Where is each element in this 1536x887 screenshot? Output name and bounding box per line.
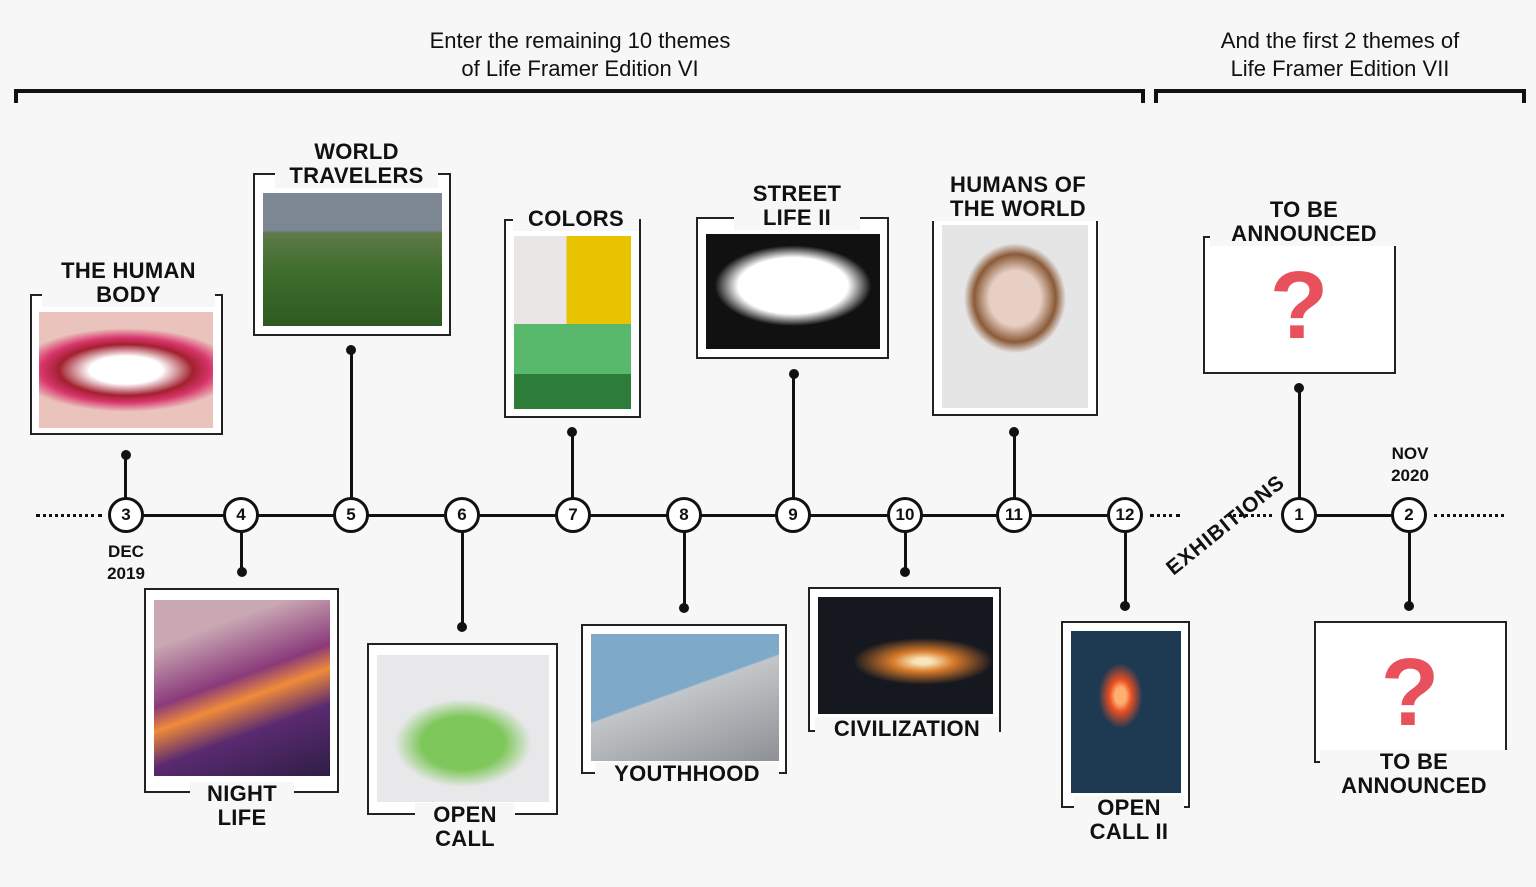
photo-light-beam [818,597,993,714]
bracket-edition-vii [1154,89,1526,103]
timeline-node-12: 12 [1107,497,1143,533]
bracket-edition-vi [14,89,1145,103]
theme-label-colors: COLORS [513,207,639,231]
question-mark-icon: ? [1269,252,1329,359]
theme-card-colors[interactable] [504,219,641,418]
stem-dot-vii-2 [1404,601,1414,611]
stem-4 [240,532,243,572]
photo-boy-wall [591,634,779,761]
photo-street-silhouette [706,234,880,349]
stem-vii-1 [1298,388,1301,500]
stem-12 [1124,532,1127,606]
timeline-node-5: 5 [333,497,369,533]
timeline-node-3: 3 [108,497,144,533]
theme-label-open-call: OPEN CALL [415,803,515,851]
timeline-dots-middle-a [1150,514,1180,517]
stem-dot-4 [237,567,247,577]
theme-card-human-body[interactable] [30,294,223,435]
theme-card-street-life[interactable] [696,217,889,359]
theme-label-civilization: CIVILIZATION [815,717,999,741]
timeline-edition-vii [1300,514,1410,517]
theme-label-world-travelers: WORLD TRAVELERS [275,140,438,188]
stem-5 [350,350,353,500]
photo-flare [1071,631,1181,793]
stem-10 [904,532,907,572]
timeline-node-11: 11 [996,497,1032,533]
stem-6 [461,532,464,627]
stem-7 [571,432,574,500]
stem-dot-5 [346,345,356,355]
photo-reflection [154,600,330,776]
photo-frog [377,655,549,802]
stem-dot-6 [457,622,467,632]
stem-dot-8 [679,603,689,613]
timeline-dots-right [1434,514,1504,517]
timeline-node-10: 10 [887,497,923,533]
date-start: DEC 2019 [107,542,145,583]
header-edition-vi: Enter the remaining 10 themes of Life Fr… [429,28,731,81]
timeline-node-4: 4 [223,497,259,533]
theme-label-human-body: THE HUMAN BODY [42,259,215,307]
timeline-node-8: 8 [666,497,702,533]
timeline-main [126,514,1126,517]
timeline-node-vii-1: 1 [1281,497,1317,533]
stem-3 [124,455,127,500]
theme-label-tba-1: TO BE ANNOUNCED [1210,198,1398,246]
stem-dot-3 [121,450,131,460]
header-edition-vii: And the first 2 themes of Life Framer Ed… [1220,28,1460,81]
theme-card-night-life[interactable] [144,588,339,793]
theme-card-humans-world[interactable] [932,207,1098,416]
timeline-node-7: 7 [555,497,591,533]
photo-girl-portrait [942,225,1088,408]
stem-vii-2 [1408,532,1411,606]
theme-card-civilization[interactable] [808,587,1001,732]
timeline-node-9: 9 [775,497,811,533]
theme-card-open-call-2[interactable] [1061,621,1190,808]
exhibitions-label: EXHIBITIONS [1162,470,1290,580]
theme-card-world-travelers[interactable] [253,173,451,336]
theme-label-tba-2: TO BE ANNOUNCED [1320,750,1508,798]
stem-dot-10 [900,567,910,577]
photo-lips [39,312,213,428]
stem-dot-12 [1120,601,1130,611]
stem-8 [683,532,686,608]
timeline-dots-middle-b [1228,514,1272,517]
theme-label-open-call-2: OPEN CALL II [1074,796,1184,844]
timeline-dots-left [36,514,102,517]
theme-card-tba-2[interactable]: ? [1314,621,1507,763]
stem-dot-11 [1009,427,1019,437]
date-end: NOV 2020 [1391,444,1429,485]
theme-card-youthhood[interactable] [581,624,787,774]
theme-card-tba-1[interactable]: ? [1203,236,1396,374]
theme-label-youthhood: YOUTHHOOD [595,762,779,786]
stem-dot-7 [567,427,577,437]
theme-label-night-life: NIGHT LIFE [190,782,294,830]
stem-11 [1013,432,1016,500]
stem-9 [792,374,795,500]
stem-dot-vii-1 [1294,383,1304,393]
photo-tobacco-field [263,193,442,326]
photo-colors [514,236,631,409]
theme-label-humans-world: HUMANS OF THE WORLD [930,173,1106,221]
timeline-node-vii-2: 2 [1391,497,1427,533]
theme-card-open-call[interactable] [367,643,558,815]
theme-label-street-life: STREET LIFE II [734,182,860,230]
stem-dot-9 [789,369,799,379]
question-mark-icon: ? [1380,639,1440,746]
timeline-node-6: 6 [444,497,480,533]
